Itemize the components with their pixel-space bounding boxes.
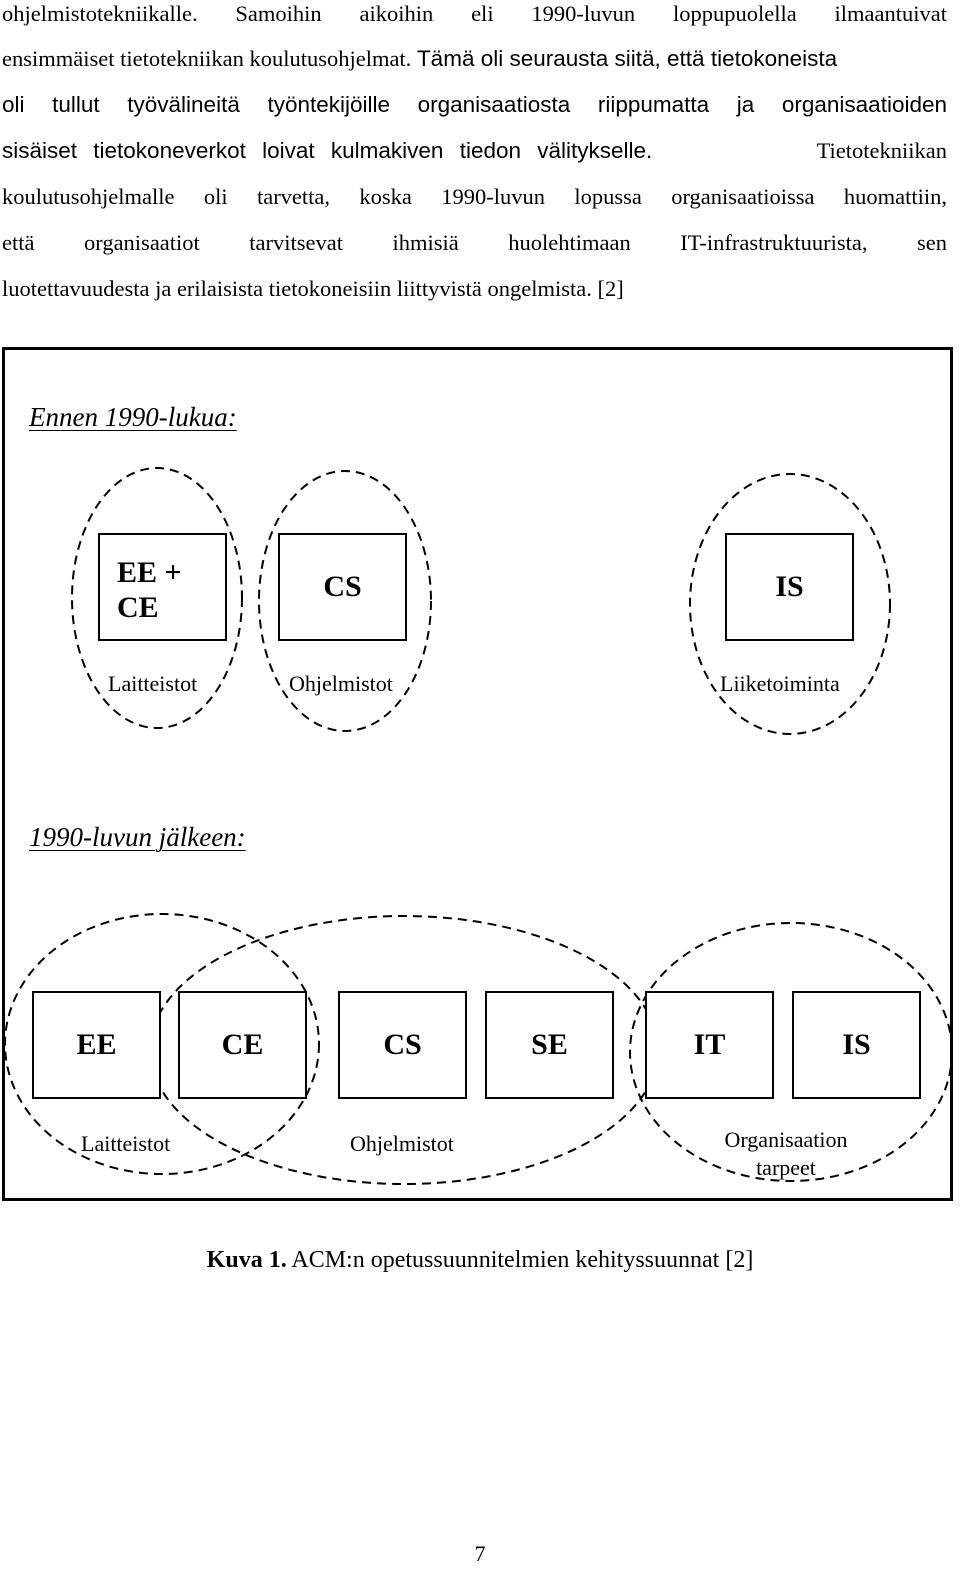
paragraph-line: koulutusohjelmalle oli tarvetta, koska 1… bbox=[2, 184, 947, 209]
paragraph-segment: Tietotekniikan bbox=[816, 138, 947, 163]
box-is: IS bbox=[792, 991, 921, 1099]
label-org-needs: Organisaation tarpeet bbox=[724, 1127, 848, 1180]
ellipse-business-before bbox=[689, 473, 891, 735]
paragraph-segment: sisäiset tietokoneverkot loivat kulmakiv… bbox=[2, 138, 653, 163]
box-se: SE bbox=[485, 991, 614, 1099]
paragraph-line: ohjelmistotekniikalle. Samoihin aikoihin… bbox=[2, 1, 947, 26]
figure-caption: Kuva 1. ACM:n opetussuunnitelmien kehity… bbox=[0, 1247, 960, 1274]
label-software: Ohjelmistot bbox=[350, 1131, 454, 1156]
paragraph-segment: Tämä oli seurausta siitä, että tietokone… bbox=[416, 46, 838, 71]
box-it: IT bbox=[645, 991, 774, 1099]
paragraph-segment: ensimmäiset tietotekniikan koulutusohjel… bbox=[2, 46, 412, 71]
box-ee-ce: EE + CE bbox=[98, 533, 227, 641]
heading-after: 1990-luvun jälkeen: bbox=[29, 822, 246, 852]
paragraph-line: sisäiset tietokoneverkot loivat kulmakiv… bbox=[2, 137, 947, 165]
ellipse-software-before bbox=[258, 470, 432, 732]
paragraph-line: oli tullut työvälineitä työntekijöille o… bbox=[2, 92, 947, 117]
page-number: 7 bbox=[474, 1541, 486, 1566]
paragraph-line: ensimmäiset tietotekniikan koulutusohjel… bbox=[2, 45, 947, 73]
box-is: IS bbox=[725, 533, 854, 641]
label-hardware: Laitteistot bbox=[108, 671, 198, 696]
box-cs: CS bbox=[278, 533, 407, 641]
paragraph-line: luotettavuudesta ja erilaisista tietokon… bbox=[2, 276, 624, 301]
box-ee: EE bbox=[32, 991, 161, 1099]
caption-label: Kuva 1. bbox=[206, 1247, 287, 1273]
figure: Ennen 1990-lukua: EE + CE CS IS Laitteis… bbox=[2, 347, 953, 1201]
label-hardware: Laitteistot bbox=[81, 1131, 171, 1156]
ellipse-hardware-after bbox=[5, 913, 320, 1175]
box-ce: CE bbox=[178, 991, 307, 1099]
label-software: Ohjelmistot bbox=[289, 671, 393, 696]
label-business: Liiketoiminta bbox=[720, 671, 840, 696]
ellipse-org-after bbox=[629, 922, 950, 1182]
figure-ellipses bbox=[5, 467, 950, 1185]
paragraph-line: että organisaatiot tarvitsevat ihmisiä h… bbox=[2, 230, 947, 255]
box-cs: CS bbox=[338, 991, 467, 1099]
caption-text: ACM:n opetussuunnitelmien kehityssuunnat… bbox=[286, 1247, 754, 1273]
ellipse-hardware-before bbox=[71, 467, 243, 729]
heading-before: Ennen 1990-lukua: bbox=[29, 402, 237, 432]
